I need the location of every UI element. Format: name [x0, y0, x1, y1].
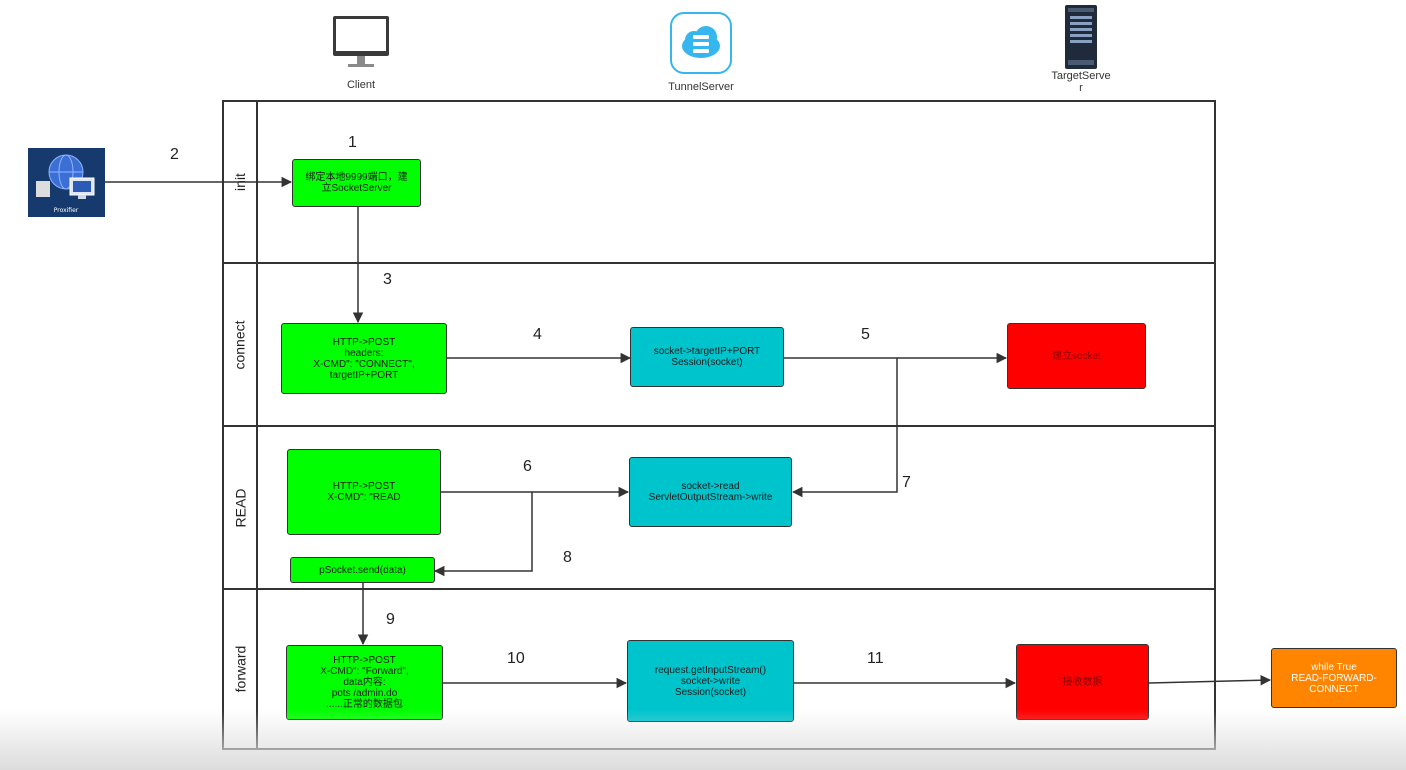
arrow-step-7 [791, 358, 898, 498]
http-connect-box: HTTP->POST headers: X-CMD": "CONNECT", t… [281, 323, 447, 394]
actor-client-label: Client [346, 79, 376, 91]
lane-divider [222, 262, 1216, 264]
step-number: 9 [386, 611, 395, 628]
proxifier-label: Proxifier [54, 207, 79, 214]
arrow-step-8 [433, 492, 533, 577]
http-forward-box: HTTP->POST X-CMD": "Forward", data内容: po… [286, 645, 443, 720]
arrow-loop [1148, 674, 1272, 686]
step-number: 3 [383, 271, 392, 288]
step-number: 11 [867, 650, 884, 667]
psocket-send-box: pSocket.send(data) [290, 557, 435, 583]
step-number: 4 [533, 326, 542, 343]
step-number: 8 [563, 549, 572, 566]
http-read-box: HTTP->POST X-CMD": "READ [287, 449, 441, 535]
establish-socket-box: 建立socket [1007, 323, 1146, 389]
actor-tunnelserver-label: TunnelServer [668, 81, 734, 93]
socket-read-box: socket->read ServletOutputStream->write [629, 457, 792, 527]
step-number: 6 [523, 458, 532, 475]
step-number: 10 [507, 650, 525, 667]
step-number: 7 [902, 474, 911, 491]
lane-divider [222, 425, 1216, 427]
step-number: 5 [861, 326, 870, 343]
cloud-server-icon [670, 12, 732, 74]
monitor-icon [333, 16, 389, 67]
bottom-fade [0, 710, 1406, 770]
server-rack-icon [1065, 5, 1097, 69]
bind-socketserver-box: 绑定本地9999端口，建 立SocketServer [292, 159, 421, 207]
request-inputstream-box: request.getInputStream() socket->write S… [627, 640, 794, 722]
lane-divider [222, 588, 1216, 590]
loop-box: while True READ-FORWARD- CONNECT [1271, 648, 1397, 708]
proxifier-logo: Proxifier [28, 148, 105, 217]
actor-targetserver-label: TargetServe r [1051, 70, 1111, 94]
receive-data-box: 接收数据 [1016, 644, 1149, 720]
socket-target-box: socket->targetIP+PORT Session(socket) [630, 327, 784, 387]
step-number: 1 [348, 134, 357, 151]
step-number: 2 [170, 146, 179, 163]
